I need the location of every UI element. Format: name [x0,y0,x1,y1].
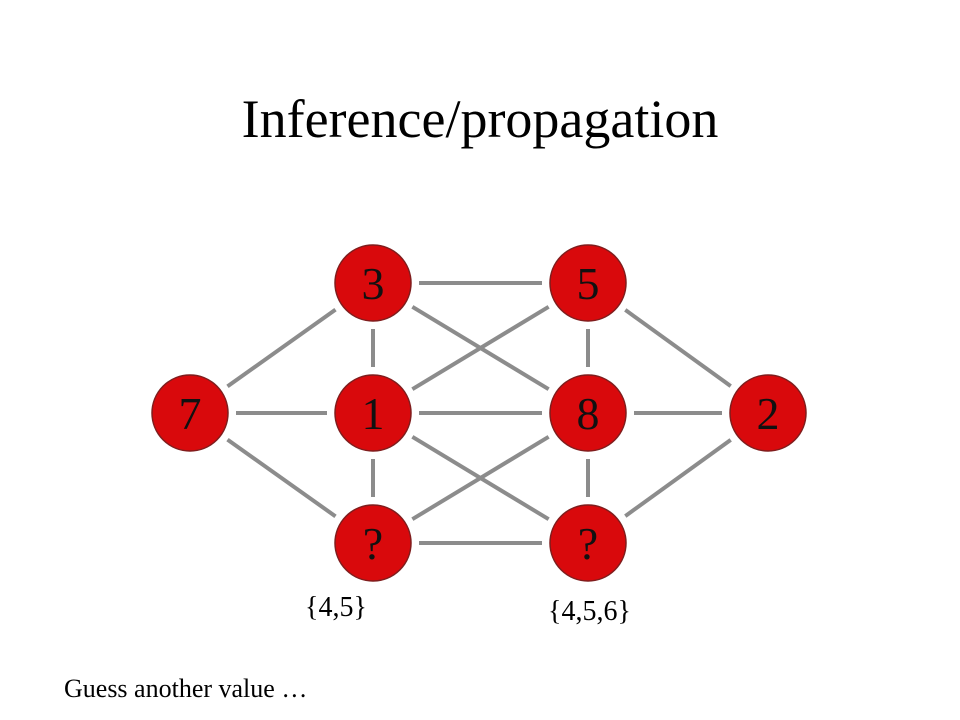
node-circle [549,374,627,452]
domain-label-right: {4,5,6} [548,596,631,627]
node-n1: 1 [334,374,412,452]
node-circle [549,504,627,582]
node-circle [729,374,807,452]
graph-edges [226,281,732,545]
node-circle [549,244,627,322]
node-circle [334,504,412,582]
node-n3: 3 [334,244,412,322]
node-label: ? [578,518,598,569]
node-circle [334,244,412,322]
node-label: 8 [577,388,600,439]
node-label: 1 [362,388,385,439]
node-nq2: ? [549,504,627,582]
node-label: 5 [577,258,600,309]
node-n8: 8 [549,374,627,452]
edge-nq2-n2 [624,438,732,518]
node-circle [334,374,412,452]
node-nq1: ? [334,504,412,582]
node-label: 3 [362,258,385,309]
node-circle [151,374,229,452]
node-n2: 2 [729,374,807,452]
footer-text: Guess another value … [64,674,308,703]
edge-n7-nq1 [226,438,337,518]
edge-n1-n5 [411,305,550,391]
edge-n5-n2 [624,308,732,388]
edge-n7-n3 [226,308,337,388]
node-n7: 7 [151,374,229,452]
node-label: ? [363,518,383,569]
node-label: 7 [179,388,202,439]
node-n5: 5 [549,244,627,322]
slide-title: Inference/propagation [241,89,719,149]
node-label: 2 [757,388,780,439]
graph-nodes: 3 5 7 1 8 2?? [151,244,807,582]
edge-nq1-n8 [411,435,550,521]
domain-label-left: {4,5} [305,592,367,623]
